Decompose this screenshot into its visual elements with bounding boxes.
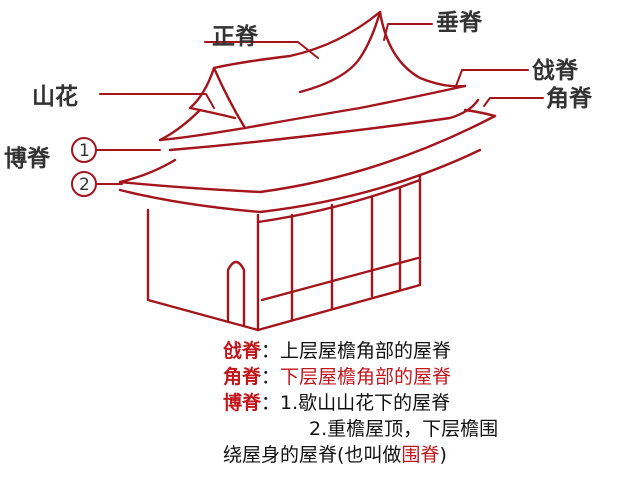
lower-right-hip — [463, 108, 497, 118]
note-term-qiangji: 戗脊 — [223, 340, 262, 362]
upper-front-eave — [243, 84, 467, 130]
note-sep-jiaoji: ： — [261, 366, 281, 388]
wall-left — [146, 208, 260, 332]
note-qiangji: 戗脊：上层屋檐角部的屋脊 — [223, 338, 623, 364]
note-text-boji-end: ) — [439, 444, 447, 466]
lower-front-eave — [118, 114, 497, 194]
upper-eave-left-tip — [158, 126, 247, 142]
note-jiaoji: 角脊：下层屋檐角部的屋脊 — [223, 364, 623, 390]
label-qiangji: 戗脊 — [532, 57, 579, 84]
upper-roof-left-edge — [188, 66, 237, 120]
note-text-weiji: 围脊 — [401, 444, 440, 466]
note-boji-2: 2.重檐屋顶，下层檐围 — [223, 416, 623, 442]
label-shanhua: 山花 — [32, 84, 78, 110]
front-beam — [256, 178, 422, 224]
side-door — [226, 260, 246, 328]
note-text-jiaoji: 下层屋檐角部的屋脊 — [280, 366, 452, 388]
note-term-jiaoji: 角脊 — [223, 366, 262, 388]
lower-left-hip — [118, 158, 177, 184]
label-chuiji: 垂脊 — [436, 9, 483, 36]
upper-ridge-curve — [298, 10, 382, 94]
marker-number-1: 1 — [79, 141, 90, 161]
main-ridge-line — [212, 10, 382, 70]
note-boji: 博脊：1.歇山山花下的屋脊 — [223, 390, 623, 416]
leader-zhengji — [204, 41, 319, 59]
label-boji: 博脊 — [4, 145, 51, 172]
lower-eave-underside — [118, 148, 482, 214]
leader-qiangji — [455, 69, 529, 87]
note-boji-3: 绕屋身的屋脊(也叫做围脊) — [223, 442, 623, 468]
upper-hip-left — [212, 66, 247, 130]
note-text-boji-3: 绕屋身的屋脊(也叫做 — [223, 444, 402, 466]
marker-circle-1 — [71, 137, 97, 163]
leader-shanhua — [99, 93, 215, 109]
note-term-boji: 博脊 — [223, 392, 262, 414]
columns — [290, 186, 402, 322]
upper-left-gable — [158, 108, 202, 142]
note-text-qiangji: ：上层屋檐角部的屋脊 — [261, 340, 452, 362]
window-sill — [260, 256, 420, 302]
wall-front-right — [256, 173, 422, 332]
note-text-boji-2: 2.重檐屋顶，下层檐围 — [309, 418, 499, 440]
leader-chuiji — [383, 23, 433, 41]
leader-jiaoji — [483, 97, 544, 107]
label-zhengji: 正脊 — [212, 23, 259, 50]
marker-number-2: 2 — [79, 175, 90, 195]
label-jiaoji: 角脊 — [546, 85, 593, 112]
marker-circle-2 — [71, 171, 97, 197]
ridge-notes: 戗脊：上层屋檐角部的屋脊 角脊：下层屋檐角部的屋脊 博脊：1.歇山山花下的屋脊 … — [223, 338, 623, 468]
upper-eave-underside — [168, 98, 480, 152]
note-text-boji-1: ：1.歇山山花下的屋脊 — [261, 392, 451, 414]
